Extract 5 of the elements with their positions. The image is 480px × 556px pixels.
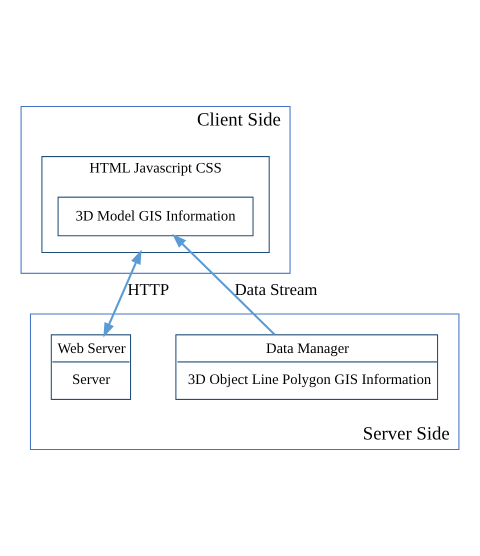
node-box: 3D Model GIS Information xyxy=(58,196,254,236)
edge-label: Data Stream xyxy=(234,280,318,299)
edge-label: HTTP xyxy=(127,280,170,299)
arrow xyxy=(172,234,276,336)
arrow xyxy=(103,250,142,338)
